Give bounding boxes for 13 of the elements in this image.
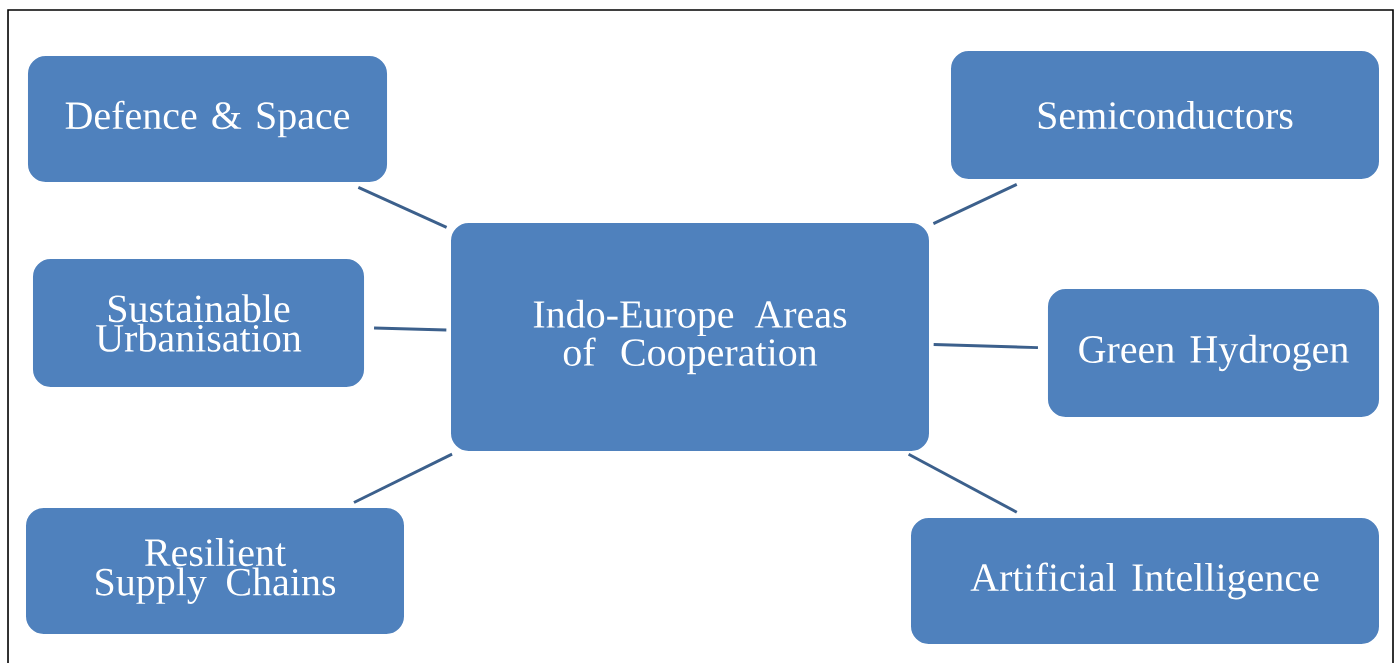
topic-box: Resilient Supply Chains (24, 506, 406, 636)
connector-line (374, 326, 447, 332)
connector-line (907, 452, 1018, 514)
topic-box: Artificial Intelligence (909, 516, 1381, 646)
topic-box: Semiconductors (949, 49, 1381, 181)
topic-box: Indo-Europe Areas of Cooperation (449, 221, 931, 453)
topic-box: Sustainable Urbanisation (31, 257, 367, 389)
connector-line (933, 343, 1038, 350)
connector-line (357, 185, 448, 229)
connector-line (932, 183, 1018, 225)
topic-box: Green Hydrogen (1045, 287, 1382, 419)
connector-line (353, 452, 453, 504)
topic-box: Defence & Space (26, 54, 390, 184)
